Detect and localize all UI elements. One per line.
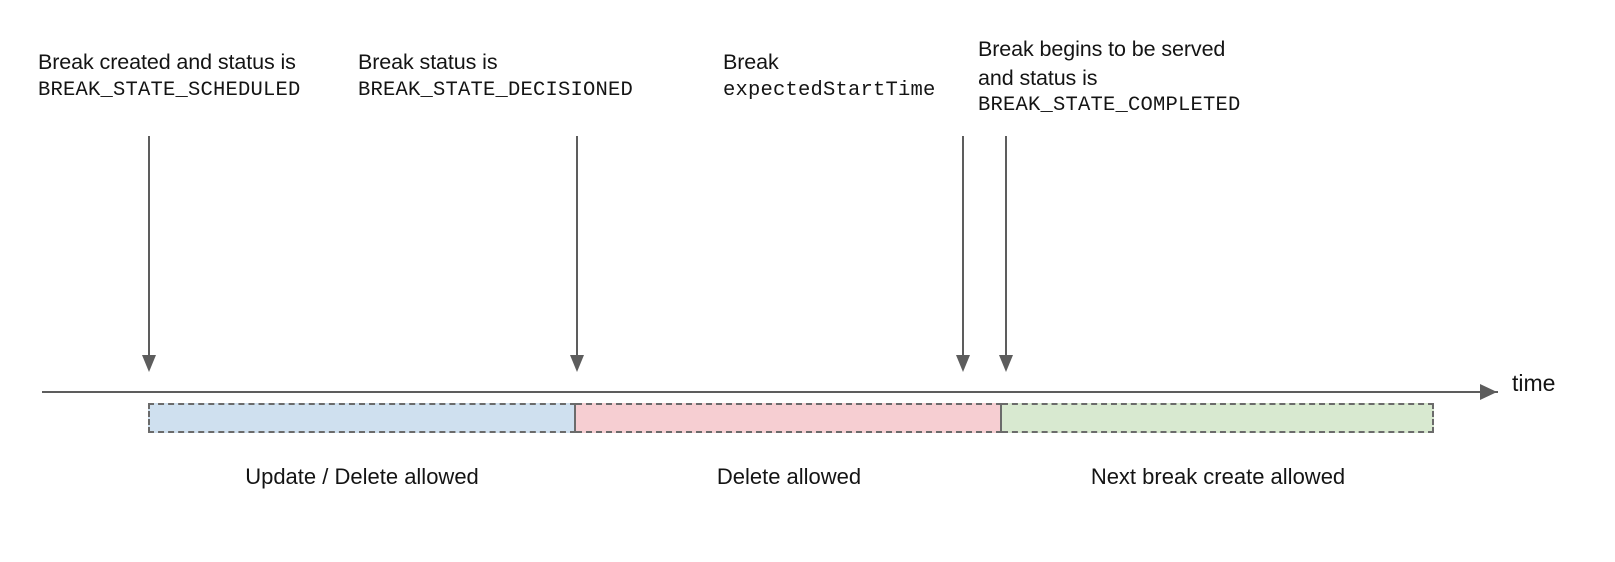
arrow-head-down-icon xyxy=(956,355,970,372)
annotation-break-decisioned: Break status is BREAK_STATE_DECISIONED xyxy=(358,48,633,105)
pointer-arrow-break-completed xyxy=(999,136,1013,372)
pointer-arrow-break-expected-start xyxy=(956,136,970,372)
caption-decisioned-segment: Delete allowed xyxy=(716,464,862,489)
annotation-line-constant: BREAK_STATE_DECISIONED xyxy=(358,78,634,102)
pointer-arrow-break-created xyxy=(142,136,156,372)
segment-divider xyxy=(574,405,578,431)
arrow-head-down-icon xyxy=(570,355,584,372)
arrow-shaft xyxy=(962,136,964,355)
time-axis-label: time xyxy=(1512,370,1556,396)
break-phase-bar xyxy=(148,403,1434,433)
phase-segment-scheduled xyxy=(148,403,576,433)
annotation-break-completed: Break begins to be served and status is … xyxy=(978,35,1241,121)
annotation-line: Break xyxy=(723,50,779,74)
annotation-line: Break status is xyxy=(358,50,498,74)
pointer-arrow-break-decisioned xyxy=(570,136,584,372)
time-axis-arrow-icon xyxy=(1480,384,1497,400)
segment-divider xyxy=(1000,405,1004,431)
phase-segment-completed xyxy=(1000,403,1434,433)
annotation-line-constant: expectedStartTime xyxy=(723,78,936,102)
annotation-line: Break begins to be served xyxy=(978,37,1226,61)
arrow-head-down-icon xyxy=(142,355,156,372)
annotation-break-created: Break created and status is BREAK_STATE_… xyxy=(38,48,301,105)
annotation-line-constant: BREAK_STATE_SCHEDULED xyxy=(38,78,301,102)
time-axis-line xyxy=(42,391,1498,393)
arrow-shaft xyxy=(148,136,150,355)
caption-completed-segment: Next break create allowed xyxy=(1090,464,1346,489)
arrow-shaft xyxy=(576,136,578,355)
arrow-shaft xyxy=(1005,136,1007,355)
annotation-line: Break created and status is xyxy=(38,50,296,74)
annotation-break-expected-start: Break expectedStartTime xyxy=(723,48,936,105)
phase-segment-decisioned xyxy=(574,403,1002,433)
annotation-line: and status is xyxy=(978,65,1098,90)
arrow-head-down-icon xyxy=(999,355,1013,372)
caption-scheduled-segment: Update / Delete allowed xyxy=(245,464,479,489)
annotation-line-constant: BREAK_STATE_COMPLETED xyxy=(978,94,1241,117)
